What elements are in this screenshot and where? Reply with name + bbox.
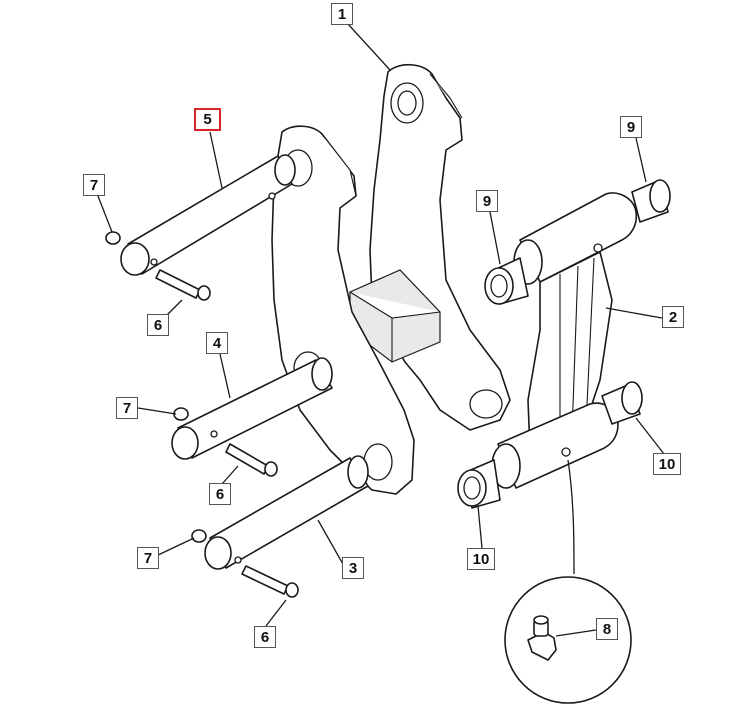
callout-part-6-middle: 6 <box>209 483 231 505</box>
nut-part-7-middle <box>173 407 189 421</box>
callout-part-9-lower: 9 <box>476 190 498 212</box>
grease-fitting-detail <box>504 459 632 704</box>
callout-part-7-bottom: 7 <box>137 547 159 569</box>
callout-part-7-middle: 7 <box>116 397 138 419</box>
upper-pivot-bore <box>397 90 417 116</box>
callout-part-1: 1 <box>331 3 353 25</box>
lower-pivot-hole <box>469 389 503 419</box>
bushing-part-9-upper <box>631 179 671 223</box>
callout-part-8: 8 <box>596 618 618 640</box>
callout-part-4: 4 <box>206 332 228 354</box>
nut-part-7-bottom <box>191 529 207 543</box>
callout-part-10-left: 10 <box>467 548 495 570</box>
callout-part-3: 3 <box>342 557 364 579</box>
callout-part-6-bottom: 6 <box>254 626 276 648</box>
callout-part-5-highlighted: 5 <box>194 108 221 131</box>
bushing-part-10-left <box>457 459 501 509</box>
bolt-part-6-middle <box>225 443 278 477</box>
grease-fitting-part-8 <box>527 615 557 661</box>
bushing-part-9-lower <box>484 257 529 305</box>
pin-part-3 <box>204 455 369 570</box>
leader-lines <box>97 23 665 637</box>
callout-part-9-upper: 9 <box>620 116 642 138</box>
bolt-part-6-top <box>155 269 211 301</box>
pin-part-5 <box>120 154 296 276</box>
nut-part-7-top <box>105 231 121 245</box>
callout-part-6-top: 6 <box>147 314 169 336</box>
callout-part-2: 2 <box>662 306 684 328</box>
bracket-arm-part-1 <box>349 63 511 431</box>
link-assembly-part-2 <box>491 192 638 489</box>
pin-part-4 <box>171 357 333 460</box>
callout-part-10-right: 10 <box>653 453 681 475</box>
callout-part-7-top: 7 <box>83 174 105 196</box>
bolt-part-6-bottom <box>241 565 299 598</box>
bushing-part-10-right <box>601 381 643 425</box>
